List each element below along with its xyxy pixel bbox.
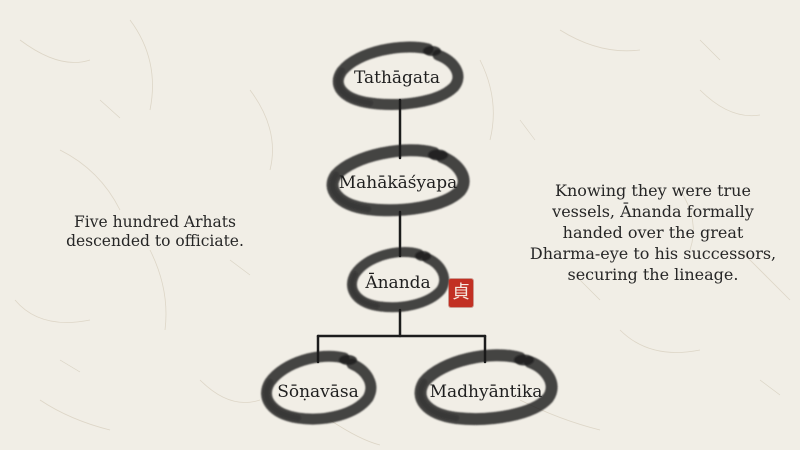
ink-circle-root (332, 41, 464, 110)
node-label-successor-2: Madhyāntika (429, 382, 543, 402)
ink-circle-third (347, 247, 450, 313)
node-label-third: Ānanda (365, 273, 431, 293)
ink-circle-second (326, 144, 470, 217)
right-caption: Knowing they were true vessels, Ānanda f… (529, 181, 777, 284)
red-seal-icon: 貞 (449, 279, 473, 307)
node-label-second: Mahākāśyapa (338, 173, 458, 193)
connector-lines (316, 98, 487, 364)
node-label-successor-1: Sōṇavāsa (277, 382, 359, 402)
left-caption: Five hundred Arhats descended to officia… (66, 213, 244, 250)
node-label-root: Tathāgata (353, 68, 441, 88)
ink-circle-successor-1 (261, 350, 377, 425)
ink-circle-successor-2 (414, 349, 558, 426)
